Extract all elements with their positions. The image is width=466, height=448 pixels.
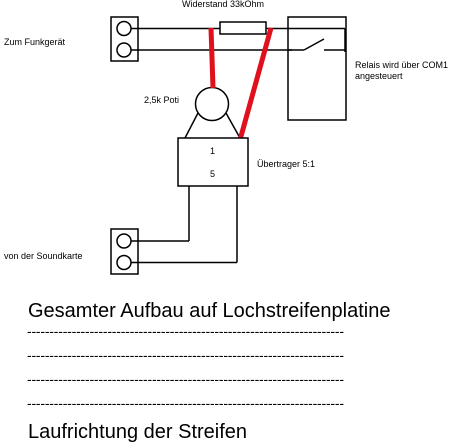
potentiometer (184, 86, 241, 139)
relay (287, 16, 347, 121)
transformer-box (177, 137, 249, 187)
strip-dash-line-2: ----------------------------------------… (27, 347, 344, 363)
relay-box (287, 16, 347, 121)
title-caption: Gesamter Aufbau auf Lochstreifenplatine (28, 300, 390, 322)
soundcard-label: von der Soundkarte (4, 251, 83, 261)
soundcard-connector (110, 228, 139, 275)
transformer-pin-top: 1 (210, 146, 215, 156)
red-strip-connections (208, 27, 274, 141)
red-strip-diagonal (237, 27, 274, 141)
strip-dash-line-3: ----------------------------------------… (27, 371, 344, 387)
transformer-pin-bottom: 5 (210, 169, 215, 179)
relay-switch-contact (303, 38, 325, 51)
resistor-33k (219, 21, 267, 35)
radio-connector (110, 16, 139, 62)
relay-label-line1: Relais wird über COM1 (355, 60, 448, 70)
transformer-label: Übertrager 5:1 (257, 159, 315, 169)
resistor-label: Widerstand 33kOhm (182, 0, 264, 9)
soundcard-terminal-top (116, 233, 132, 249)
pot-label: 2,5k Poti (144, 95, 179, 105)
footer-caption: Laufrichtung der Streifen (28, 421, 247, 443)
red-strip-pot (208, 27, 216, 89)
strip-dash-line-1: ----------------------------------------… (27, 323, 344, 339)
radio-terminal-top (116, 20, 132, 37)
radio-terminal-bottom (116, 42, 132, 58)
strip-dash-line-4: ----------------------------------------… (27, 395, 344, 411)
wires-bottom (131, 186, 238, 264)
soundcard-terminal-bottom (116, 254, 132, 271)
relay-label-line2: angesteuert (355, 71, 403, 81)
radio-label: Zum Funkgerät (4, 37, 66, 47)
